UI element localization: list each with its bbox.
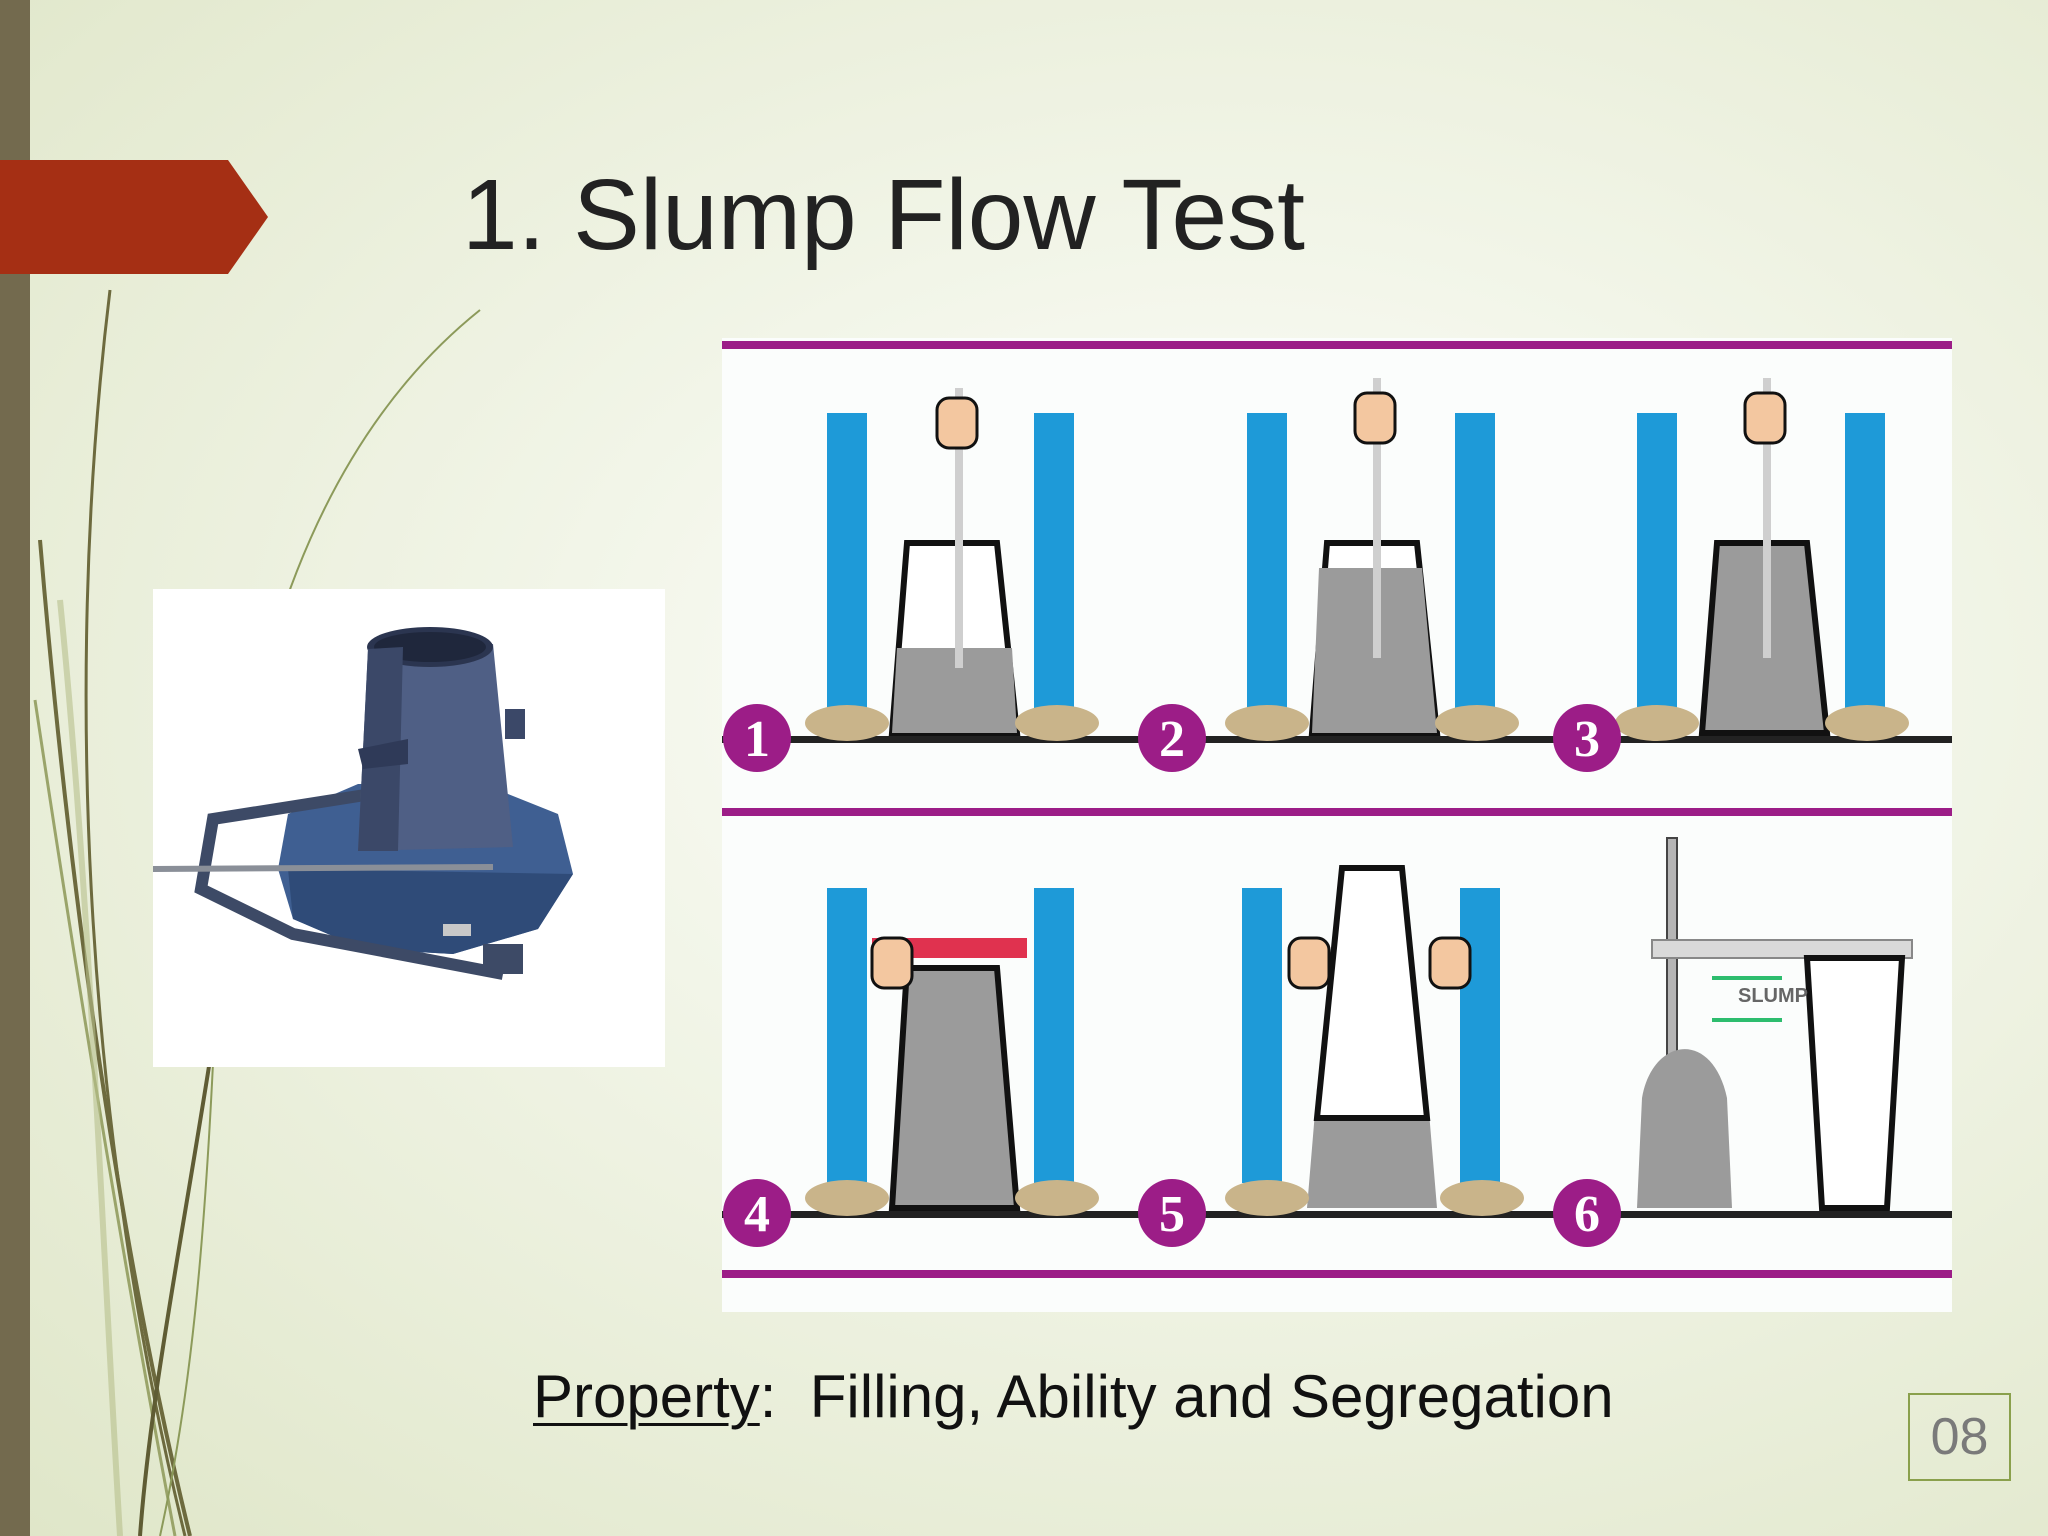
step-number-badge: 4 <box>723 1179 791 1247</box>
step-6-panel: SLUMP <box>1637 837 1913 1211</box>
slump-cone-photo <box>152 589 665 1067</box>
step-number-circle <box>1553 704 1621 772</box>
step-number-badge: 1 <box>723 704 791 772</box>
step-number-badge: 5 <box>1138 1179 1206 1247</box>
step-number-text: 1 <box>744 711 770 768</box>
step-number-text: 2 <box>1159 711 1185 768</box>
step-2-panel <box>1225 378 1519 741</box>
property-value: Filling, Ability and Segregation <box>809 1363 1614 1430</box>
slide-number: 08 <box>1908 1393 2011 1481</box>
title-arrow-icon <box>0 160 268 274</box>
slide-title: 1. Slump Flow Test <box>462 159 1305 271</box>
step-4-panel <box>805 888 1099 1216</box>
step-number-circle <box>723 1179 791 1247</box>
step-number-text: 4 <box>744 1186 770 1243</box>
step-number-badge: 2 <box>1138 704 1206 772</box>
slump-label: SLUMP <box>1738 985 1808 1007</box>
step-number-circle <box>1553 1179 1621 1247</box>
step-5-panel <box>1225 865 1524 1216</box>
step-number-circle <box>723 704 791 772</box>
property-line: Property: Filling, Ability and Segregati… <box>533 1362 1614 1432</box>
step-number-circle <box>1138 704 1206 772</box>
step-3-panel <box>1615 378 1909 741</box>
step-1-panel <box>805 388 1099 741</box>
steps-svg: SLUMP 1 2 3 4 5 6 <box>722 341 1952 1278</box>
property-separator: : <box>759 1363 777 1430</box>
step-number-circle <box>1138 1179 1206 1247</box>
step-number-badge: 3 <box>1553 704 1621 772</box>
step-number-text: 5 <box>1159 1186 1185 1243</box>
step-number-text: 3 <box>1574 711 1600 768</box>
step-number-badge: 6 <box>1553 1179 1621 1247</box>
step-number-text: 6 <box>1574 1186 1600 1243</box>
property-label: Property <box>533 1363 760 1430</box>
slump-cone-icon <box>152 627 573 980</box>
slump-test-steps-diagram: SLUMP 1 2 3 4 5 6 <box>722 338 1952 1312</box>
